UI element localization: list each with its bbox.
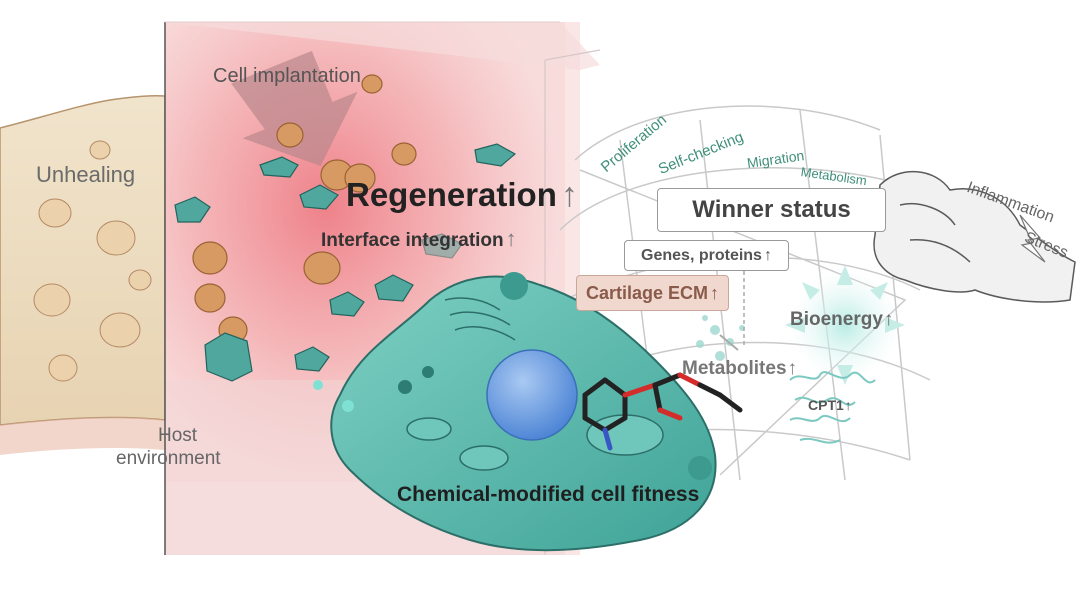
bioenergy-sun — [790, 270, 900, 380]
implanted-cells — [192, 74, 417, 344]
cpt1-up-icon: ↑ — [844, 397, 852, 413]
cartilage-ecm-box: Cartilage ECM↑ — [576, 275, 729, 311]
bioenergy-up-icon: ↑ — [883, 309, 894, 330]
chemical-molecule — [582, 372, 743, 451]
cpt1-label: CPT1↑ — [808, 398, 852, 412]
unhealing-tissue — [0, 95, 166, 455]
winner-status-box: Winner status — [657, 188, 886, 232]
cpt1-text: CPT1 — [808, 397, 844, 413]
interface-integration-label: Interface integration↑ — [321, 226, 517, 251]
cartilage-ecm-text: Cartilage ECM — [585, 282, 709, 303]
cpt1-protein — [789, 371, 876, 444]
host-label-line1: Host — [158, 425, 198, 446]
sun-rays — [785, 265, 905, 385]
metabolite-dots — [696, 315, 745, 361]
metabolite-arrow — [719, 334, 739, 351]
lightning-icon — [1019, 214, 1046, 263]
regeneration-up-icon: ↑ — [560, 176, 578, 214]
cartilage-up-icon: ↑ — [710, 282, 720, 303]
host-label-line2: environment — [116, 448, 221, 469]
bioenergy-text: Bioenergy — [790, 309, 883, 330]
metabolites-label: Metabolites↑ — [682, 359, 797, 378]
cell-implantation-label: Cell implantation — [213, 65, 361, 87]
chemical-fitness-label: Chemical-modified cell fitness — [397, 483, 700, 506]
regeneration-text: Regeneration — [346, 176, 557, 213]
nucleus — [486, 349, 578, 441]
implantation-arrow — [231, 50, 358, 166]
genes-up-icon: ↑ — [763, 246, 772, 264]
interface-integration-text: Interface integration — [321, 230, 504, 251]
genes-proteins-text: Genes, proteins — [641, 246, 762, 264]
interface-up-icon: ↑ — [505, 226, 517, 251]
teal-cells — [174, 143, 517, 382]
regeneration-heading: Regeneration↑ — [346, 178, 578, 212]
winner-status-text: Winner status — [692, 196, 851, 223]
chemical-modified-cell — [313, 272, 717, 552]
metabolites-up-icon: ↑ — [787, 358, 798, 379]
unhealing-label: Unhealing — [36, 162, 136, 187]
bioenergy-label: Bioenergy↑ — [790, 310, 893, 329]
metabolites-text: Metabolites — [682, 358, 787, 379]
flexed-arm — [873, 171, 1076, 303]
genes-proteins-box: Genes, proteins↑ — [624, 240, 789, 271]
